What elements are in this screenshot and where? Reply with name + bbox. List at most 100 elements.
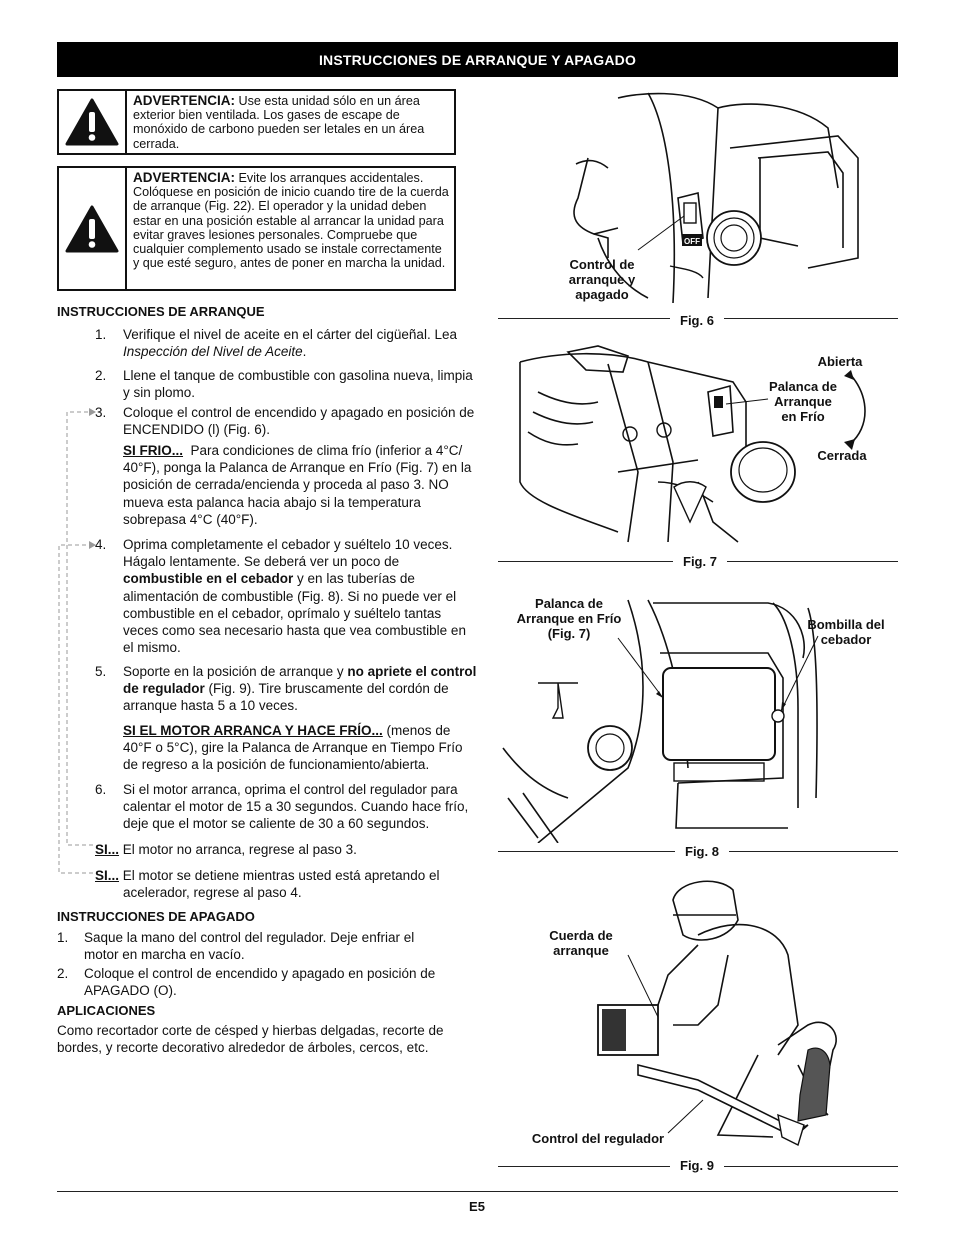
- callout-line: Bombilla del: [807, 617, 885, 632]
- if-label: SI...: [95, 842, 120, 857]
- fig7-open-label: Abierta: [817, 354, 863, 369]
- warning-body: Evite los arranques accidentales. Colóqu…: [133, 171, 449, 271]
- fig8-lever-callout: Palanca de Arranque en Frío (Fig. 7): [509, 596, 629, 641]
- handle-knob: [538, 682, 578, 719]
- step-tail: .: [302, 344, 307, 360]
- warning-triangle-icon: [65, 98, 119, 146]
- callout-line: cebador: [820, 632, 872, 647]
- lever-arc-arrow: [849, 373, 866, 445]
- primer-bulb: [771, 709, 785, 723]
- cold-start-text: (menos de 40°F o 5°C), gire la Palanca d…: [123, 723, 463, 773]
- off-switch-label: OFF: [684, 237, 700, 246]
- step-text: Llene el tanque de combustible con gasol…: [123, 368, 473, 401]
- left-arm: [657, 944, 699, 1006]
- engine-grille: [602, 1009, 626, 1051]
- leg-front: [716, 1054, 774, 1138]
- applications-heading: APLICACIONES: [57, 1003, 156, 1018]
- step-text: Soporte en la posición de arranque y: [123, 664, 348, 679]
- cold-start-label: SI EL MOTOR ARRANCA Y HACE FRÍO...: [123, 723, 383, 738]
- start-step-5: 5. Soporte en la posición de arranque y …: [95, 663, 480, 715]
- start-step-4: 4. Oprima completamente el cebador y sué…: [95, 536, 480, 656]
- step-emphasis: combustible en el cebador: [123, 571, 294, 587]
- warning-body: Use esta unidad sólo en un área exterior…: [133, 94, 425, 151]
- callout-leader: [617, 637, 664, 699]
- fig9-label: Fig. 9: [670, 1158, 724, 1173]
- step-number: 3.: [95, 405, 107, 420]
- applications-text: Como recortador corte de césped y hierba…: [57, 1023, 444, 1056]
- step-number: 2.: [57, 966, 69, 981]
- callout-line: Palanca de: [769, 379, 837, 394]
- fig9-throttle-callout: Control del regulador: [531, 1131, 665, 1146]
- callout-line: Control de: [569, 257, 635, 272]
- right-arm: [673, 954, 729, 1026]
- fig6-callout: Control de arranque y apagado: [560, 257, 644, 302]
- callout-line: apagado: [575, 287, 629, 302]
- start-heading: INSTRUCCIONES DE ARRANQUE: [57, 304, 265, 319]
- warning-triangle-icon: [65, 205, 119, 252]
- callout-leader: [667, 1099, 704, 1134]
- cold-start-note: SI EL MOTOR ARRANCA Y HACE FRÍO... (meno…: [123, 722, 480, 774]
- fig8-label: Fig. 8: [675, 844, 729, 859]
- step-number: 1.: [95, 327, 107, 342]
- loop-to-step-4-line: [58, 544, 93, 874]
- step-text: Coloque el control de encendido y apagad…: [123, 405, 475, 438]
- warning-icon-cell: [59, 91, 127, 153]
- fig7-illustration: [519, 345, 866, 543]
- step-reference: Inspección del Nivel de Aceite: [123, 344, 303, 360]
- step-text: Saque la mano del control del regulador.…: [84, 930, 415, 963]
- head: [672, 880, 739, 941]
- off-switch-badge: [682, 234, 702, 246]
- fig9-illustration: [597, 880, 837, 1146]
- stop-step-2: 2. Coloque el control de encendido y apa…: [57, 965, 442, 999]
- callout-line: Palanca de: [535, 596, 603, 611]
- callout-line: arranque y: [568, 272, 636, 287]
- warning-label: ADVERTENCIA:: [133, 93, 236, 108]
- fuel-cap: [587, 725, 633, 771]
- step-number: 4.: [95, 537, 107, 552]
- warning-box-ventilation: ADVERTENCIA: Use esta unidad sólo en un …: [57, 89, 456, 155]
- step-text-cont: y en las tuberías de alimentación de com…: [123, 571, 466, 656]
- boot: [797, 1047, 831, 1122]
- step-emphasis: no apriete el control de regulador: [123, 664, 477, 697]
- warning-text: ADVERTENCIA: Use esta unidad sólo en un …: [127, 91, 454, 153]
- start-step-6: 6. Si el motor arranca, oprima el contro…: [95, 781, 480, 833]
- torso: [697, 923, 799, 1056]
- cold-label: SI FRIO...: [123, 443, 184, 458]
- arrowhead-icon: [89, 541, 96, 549]
- fig8-bulb-callout: Bombilla del cebador: [800, 617, 892, 647]
- carburetor: [673, 762, 765, 782]
- callout-leader: [780, 635, 819, 712]
- step-text: Coloque el control de encendido y apagad…: [84, 966, 436, 999]
- callout-leader: [637, 215, 685, 251]
- callout-leader: [627, 954, 659, 1018]
- arrowhead-down-icon: [844, 439, 855, 450]
- if-text: El motor se detiene mientras usted está …: [122, 868, 440, 901]
- start-step-2: 2. Llene el tanque de combustible con ga…: [95, 367, 480, 401]
- section-header: INSTRUCCIONES DE ARRANQUE Y APAGADO: [57, 42, 898, 77]
- if-no-start: SI... El motor no arranca, regrese al pa…: [95, 841, 480, 858]
- if-stalls: SI... El motor se detiene mientras usted…: [95, 867, 480, 901]
- switch-toggle: [683, 202, 697, 224]
- if-text: El motor no arranca, regrese al paso 3.: [122, 842, 357, 857]
- fig7-lever-callout: Palanca de Arranque en Frío: [760, 379, 846, 424]
- start-step-3: 3. Coloque el control de encendido y apa…: [95, 404, 480, 438]
- step-text: Verifique el nivel de aceite en el cárte…: [123, 327, 457, 342]
- start-step-1: 1. Verifique el nivel de aceite en el cá…: [95, 326, 480, 360]
- warning-box-accidental-start: ADVERTENCIA: Evite los arranques acciden…: [57, 166, 456, 291]
- fuel-cap: [730, 441, 796, 503]
- step-number: 5.: [95, 664, 107, 679]
- section-title: INSTRUCCIONES DE ARRANQUE Y APAGADO: [318, 51, 637, 68]
- if-label: SI...: [95, 868, 120, 883]
- callout-line: arranque: [553, 943, 609, 958]
- fig7-label: Fig. 7: [673, 554, 727, 569]
- cold-text: Para condiciones de clima frío (inferior…: [123, 443, 472, 527]
- fig7-closed-label: Cerrada: [817, 448, 867, 463]
- fig9-rope-callout: Cuerda de arranque: [536, 928, 626, 958]
- step-number: 6.: [95, 782, 107, 797]
- callout-line: Cuerda de: [549, 928, 613, 943]
- fig6-label: Fig. 6: [670, 313, 724, 328]
- step-text: Si el motor arranca, oprima el control d…: [123, 782, 469, 832]
- cold-note: SI FRIO... Para condiciones de clima frí…: [123, 442, 480, 528]
- flow-arrows-diagram: [58, 408, 96, 874]
- footer-rule: [57, 1191, 898, 1192]
